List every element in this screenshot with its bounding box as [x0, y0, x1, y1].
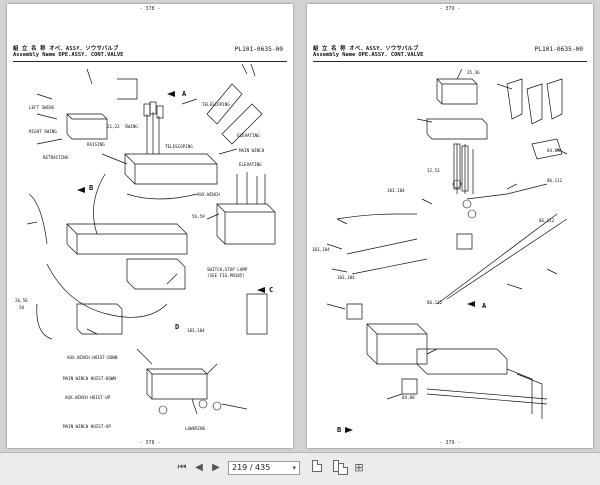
- page-number-bottom: - 378 -: [139, 440, 161, 446]
- label-103-104: 103,104: [187, 328, 205, 333]
- label-84-88-b: 84,88: [402, 395, 415, 400]
- document-viewer: - 378 - 組 立 名 称 オペ．ASSY．ソウサバルブ Assembly …: [7, 4, 593, 448]
- label-main-hoist-up: MAIN WINCH HOIST-UP: [63, 424, 111, 429]
- two-page-icon-back: [338, 463, 348, 475]
- page-number-bottom: - 379 -: [439, 440, 461, 446]
- label-86-112-c: 86,112: [539, 218, 555, 223]
- callout-c: C: [269, 286, 273, 294]
- label-switch-lamp: SWITCH,STOP LAMP: [207, 267, 248, 272]
- left-page: - 378 - 組 立 名 称 オペ．ASSY．ソウサバルブ Assembly …: [7, 4, 293, 448]
- label-left-swing: LEFT SWING: [29, 105, 55, 110]
- label-elevating: ELEVATING: [239, 162, 262, 167]
- first-page-icon[interactable]: ⏮: [177, 462, 187, 473]
- viewer-toolbar: ⏮ ◀ ▶ 219 / 435 ▾ ⊞: [0, 452, 600, 485]
- label-21-22: 21,22: [107, 124, 120, 129]
- label-switch-lamp-ref: (SEE FIG.PN105): [207, 273, 245, 278]
- label-58: 58: [19, 305, 25, 310]
- header-rule: [13, 61, 287, 62]
- assembly-name-jp: 組 立 名 称 オペ．ASSY．ソウサバルブ: [13, 46, 119, 52]
- label-telescoping-2: TELESCOPING: [165, 144, 193, 149]
- callout-b: B: [89, 184, 93, 192]
- label-86-112: 86,112: [427, 300, 443, 305]
- page-number-select[interactable]: 219 / 435 ▾: [228, 461, 300, 475]
- label-right-swing: RIGHT SWING: [29, 129, 57, 134]
- page-header: 組 立 名 称 オペ．ASSY．ソウサバルブ Assembly Name OPE…: [313, 44, 587, 62]
- prev-page-icon[interactable]: ◀: [195, 462, 203, 473]
- label-26-56: 26,56: [15, 298, 28, 303]
- assembly-name-en: Assembly Name OPE.ASSY. CONT.VALVE: [313, 52, 424, 58]
- label-84-88: 84,88: [547, 148, 560, 153]
- label-retracting: RETRACTING: [43, 155, 69, 160]
- page-number-top: - 379 -: [439, 6, 461, 12]
- label-aux-hoist-up: AUX.WINCH HOIST-UP: [65, 395, 111, 400]
- label-swing: SWING: [125, 124, 138, 129]
- fit-page-icon[interactable]: ⊞: [354, 461, 364, 474]
- part-code: PL101-0635-00: [234, 46, 283, 53]
- assembly-name-en: Assembly Name OPE.ASSY. CONT.VALVE: [13, 52, 124, 58]
- assembly-name-jp: 組 立 名 称 オペ．ASSY．ソウサバルブ: [313, 46, 419, 52]
- label-main-hoist-down: MAIN WINCH HOIST-DOWN: [63, 376, 116, 381]
- label-32-53: 32,53: [427, 168, 440, 173]
- part-code: PL101-0635-00: [534, 46, 583, 53]
- page-display: 219 / 435: [232, 463, 271, 472]
- callout-d: D: [175, 323, 179, 331]
- callout-a: A: [482, 302, 487, 310]
- callout-a: A: [182, 90, 187, 98]
- label-raising: RAISING: [87, 142, 105, 147]
- label-103-104-c: 103,104: [337, 275, 355, 280]
- single-page-icon[interactable]: [312, 460, 322, 472]
- parts-diagram-left: LEFT SWING RIGHT SWING RETRACTING RAISIN…: [15, 63, 276, 431]
- label-telescoping: TELESCOPING: [202, 102, 230, 107]
- label-main-winch: MAIN WINCH: [239, 148, 265, 153]
- page-header: 組 立 名 称 オペ．ASSY．ソウサバルブ Assembly Name OPE…: [13, 44, 287, 62]
- label-86-112-b: 86,112: [547, 178, 563, 183]
- right-page: - 379 - 組 立 名 称 オペ．ASSY．ソウサバルブ Assembly …: [307, 4, 593, 448]
- label-103-104-b: 103,104: [312, 247, 330, 252]
- header-rule: [313, 61, 587, 62]
- chevron-down-icon: ▾: [292, 464, 296, 472]
- label-lowering: LOWERING: [185, 426, 206, 431]
- parts-diagram-right: 35,36 103,104 103,104 103,104 84,88 86,1…: [312, 68, 568, 434]
- label-elevating-top: ELEVATING: [237, 133, 260, 138]
- label-aux-winch: AUX.WINCH: [197, 192, 220, 197]
- label-56-59: 56,59: [192, 214, 205, 219]
- next-page-icon[interactable]: ▶: [212, 462, 220, 473]
- label-aux-hoist-down: AUX.WINCH HOIST-DOWN: [67, 355, 118, 360]
- label-35-36: 35,36: [467, 70, 480, 75]
- label-103-104-a: 103,104: [387, 188, 405, 193]
- page-number-top: - 378 -: [139, 6, 161, 12]
- callout-b: B: [337, 426, 341, 434]
